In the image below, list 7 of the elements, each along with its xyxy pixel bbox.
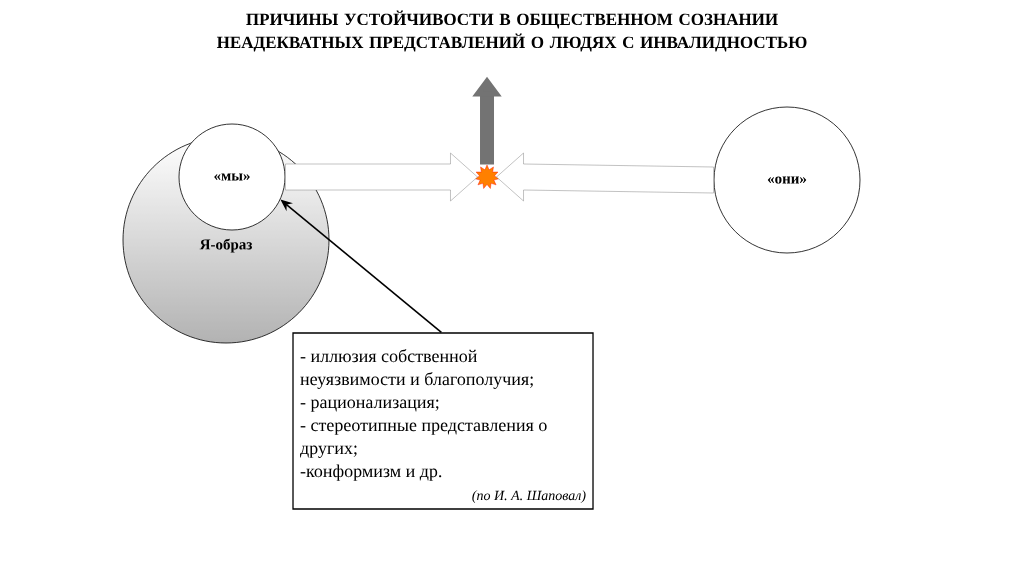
circle-node: «мы»	[178, 123, 286, 231]
text-box: - иллюзия собственной неуязвимости и благополучия; - рационализация; - стереотипные представления о других; -конформизм и др. (по И. А. Шаповал)	[292, 332, 594, 510]
block-arrow	[285, 152, 478, 202]
title: ПРИЧИНЫ УСТОЙЧИВОСТИ В ОБЩЕСТВЕННОМ СОЗНАНИИ НЕАДЕКВАТНЫХ ПРЕДСТАВЛЕНИЙ О ЛЮДЯХ С ИНВАЛИДНОСТЬЮ	[216, 10, 807, 52]
circle-node: «они»	[713, 106, 861, 254]
block-arrow	[496, 152, 714, 202]
explosion-star	[474, 164, 500, 189]
